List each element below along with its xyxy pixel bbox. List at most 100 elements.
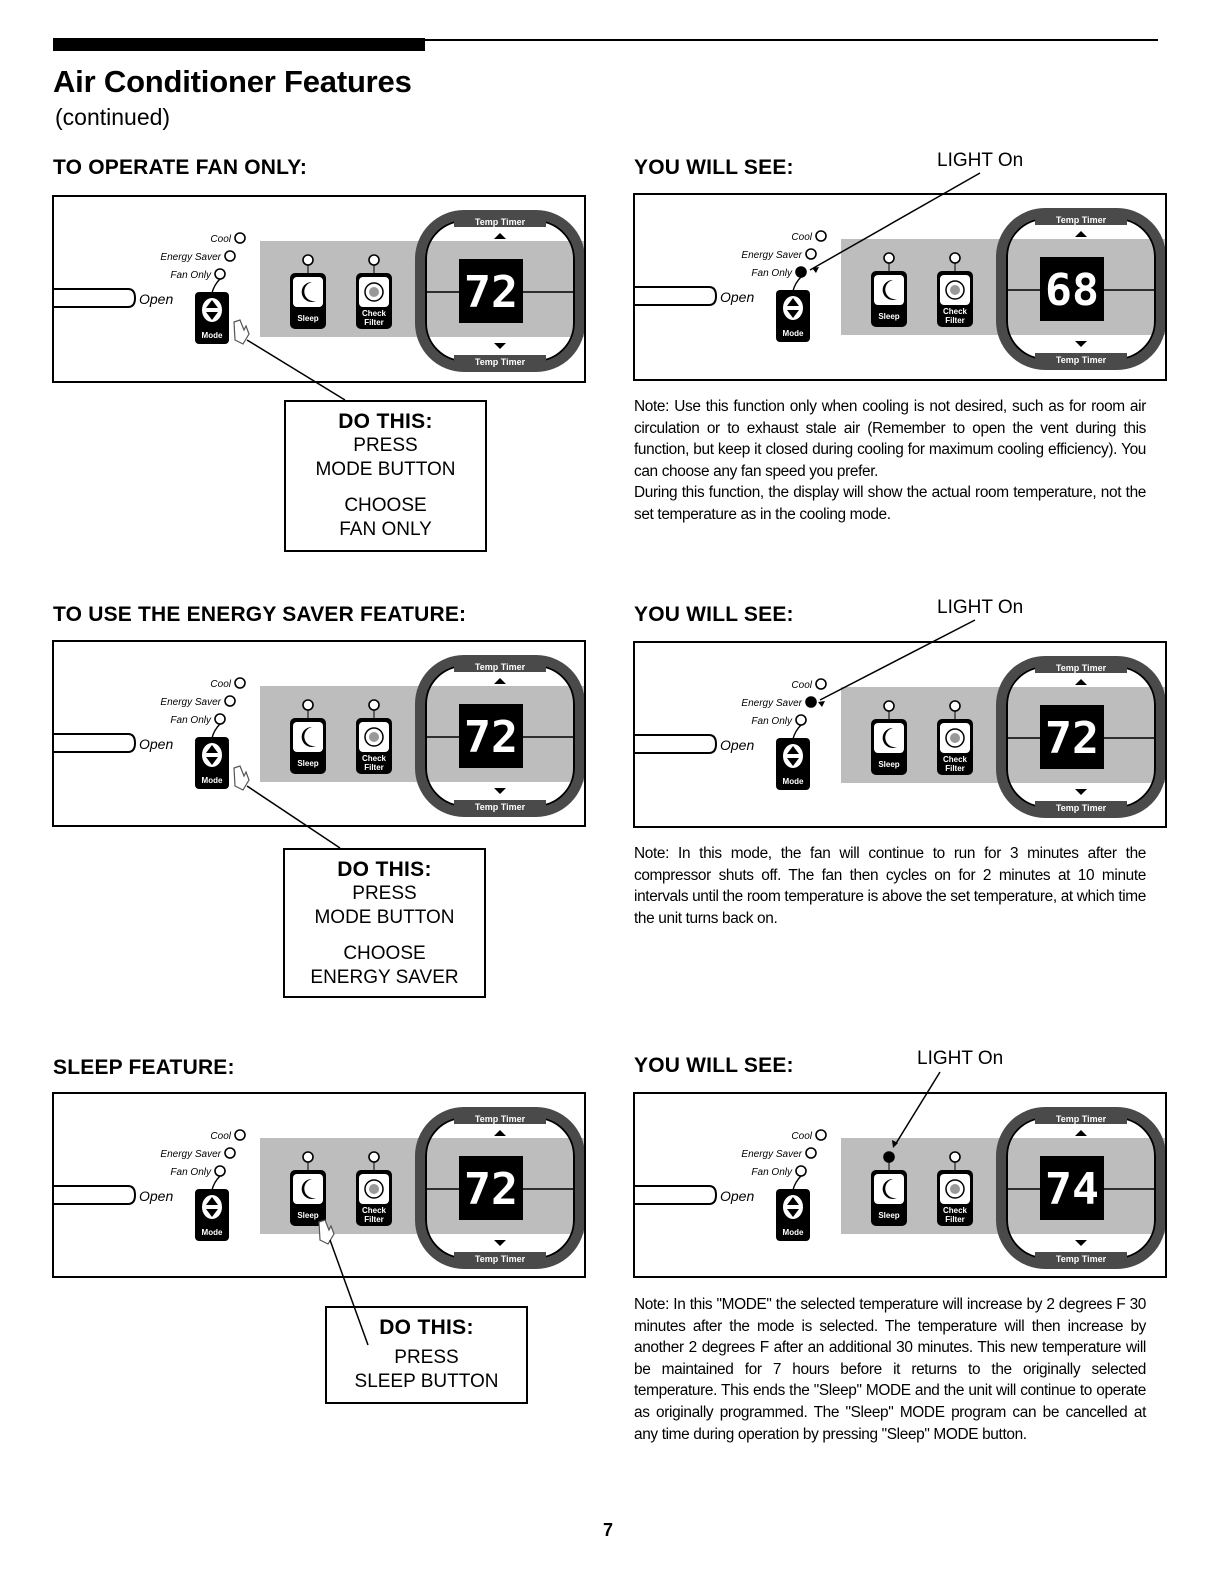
light-on-label-sleep: LIGHT On — [917, 1048, 1004, 1069]
temperature-display — [459, 1156, 523, 1220]
check-filter-indicator-light — [368, 1151, 380, 1163]
temp-up-arrow-icon — [1075, 231, 1087, 237]
check-label: Check — [362, 1206, 387, 1215]
cool-indicator-light — [234, 677, 246, 689]
section-heading-sleep: SLEEP FEATURE: — [53, 1056, 235, 1079]
fan-only-label: Fan Only — [170, 715, 212, 726]
page-subtitle: (continued) — [55, 104, 171, 130]
open-slot — [635, 286, 718, 306]
do-line: FAN ONLY — [339, 519, 432, 540]
sleep-indicator-light — [302, 1151, 314, 1163]
cool-indicator-light — [815, 230, 827, 242]
page-number: 7 — [603, 1520, 614, 1540]
do-line: PRESS — [353, 435, 418, 456]
check-filter-indicator-light — [949, 700, 961, 712]
temp-timer-label-bottom: Temp Timer — [475, 1254, 526, 1264]
cool-label: Cool — [791, 1131, 812, 1142]
filter-label: Filter — [945, 1215, 965, 1224]
temp-timer-label-top: Temp Timer — [1056, 1114, 1107, 1124]
open-slot — [635, 734, 718, 754]
see-heading-fan-only: YOU WILL SEE: — [634, 156, 794, 179]
energy-saver-indicator-light — [224, 695, 236, 707]
do-line: PRESS — [394, 1347, 459, 1368]
leader-line-light-3 — [894, 1071, 941, 1146]
temp-timer-band-bottom — [454, 1252, 546, 1264]
sleep-button-face — [293, 722, 323, 752]
do-this-box-sleep: DO THIS: PRESS SLEEP BUTTON — [325, 1306, 528, 1404]
pointing-hand-icon — [233, 319, 250, 345]
temperature-display — [1040, 705, 1104, 769]
mode-label: Mode — [202, 331, 223, 340]
fan-only-label: Fan Only — [751, 1167, 793, 1178]
check-label: Check — [943, 307, 968, 316]
up-down-arrows-icon — [206, 300, 218, 320]
see-heading-energy-saver: YOU WILL SEE: — [634, 603, 794, 626]
check-filter-indicator-light — [368, 699, 380, 711]
temp-timer-band-top — [1035, 661, 1127, 673]
temp-timer-band-top — [454, 1112, 546, 1124]
temp-timer-band-top — [454, 660, 546, 672]
temp-down-arrow-icon — [494, 788, 506, 794]
filter-label: Filter — [364, 318, 384, 327]
energy-saver-label: Energy Saver — [160, 1149, 221, 1160]
sleep-button: Sleep — [290, 718, 326, 774]
temp-timer-label-bottom: Temp Timer — [1056, 1254, 1107, 1264]
mode-button: Mode — [195, 737, 229, 789]
sleep-button: Sleep — [290, 273, 326, 329]
temp-down-arrow-icon — [494, 1240, 506, 1246]
light-on-label-fan-only: LIGHT On — [937, 150, 1024, 171]
fan-only-label: Fan Only — [751, 268, 793, 279]
temp-up-arrow-icon — [494, 1130, 506, 1136]
sleep-indicator-light — [883, 700, 895, 712]
open-label: Open — [139, 1188, 173, 1204]
mode-button-face — [202, 743, 222, 767]
temp-up-arrow-icon — [494, 678, 506, 684]
leader-line-sleep-3 — [329, 1239, 369, 1346]
sleep-label: Sleep — [878, 312, 899, 321]
moon-icon — [882, 279, 897, 300]
moon-icon — [301, 1178, 316, 1199]
open-slot — [54, 1185, 137, 1205]
sleep-button: Sleep — [290, 1170, 326, 1226]
temp-timer-label-top: Temp Timer — [1056, 663, 1107, 673]
open-label: Open — [139, 291, 173, 307]
cool-label: Cool — [791, 680, 812, 691]
sleep-indicator-light — [302, 254, 314, 266]
temp-timer-label-bottom: Temp Timer — [475, 357, 526, 367]
arrowhead-3 — [892, 1140, 898, 1148]
sleep-button: Sleep — [871, 1170, 907, 1226]
temp-timer-band-bottom — [1035, 1252, 1127, 1264]
sleep-indicator-light — [883, 252, 895, 264]
energy-saver-label: Energy Saver — [741, 250, 802, 261]
temp-timer-label-top: Temp Timer — [475, 217, 526, 227]
indicator-link — [792, 276, 802, 292]
do-this-title: DO THIS: — [338, 410, 433, 433]
check-label: Check — [943, 755, 968, 764]
sleep-button: Sleep — [871, 719, 907, 775]
filter-icon-mesh — [369, 1184, 379, 1194]
up-down-arrows-icon — [787, 298, 799, 318]
open-slot — [54, 288, 137, 308]
do-line: CHOOSE — [344, 495, 427, 516]
sleep-label: Sleep — [297, 759, 318, 768]
cool-label: Cool — [210, 679, 231, 690]
temp-timer-label-bottom: Temp Timer — [1056, 803, 1107, 813]
hand-pointer-sleep-3 — [318, 1219, 335, 1245]
mode-button: Mode — [195, 292, 229, 344]
temp-down-arrow-icon — [494, 343, 506, 349]
filter-icon-mesh — [950, 733, 960, 743]
do-line: MODE BUTTON — [315, 459, 456, 480]
up-down-arrows-icon — [787, 746, 799, 766]
do-this-title: DO THIS: — [379, 1316, 474, 1339]
temp-timer-label-top: Temp Timer — [475, 1114, 526, 1124]
check-filter-indicator-light — [949, 1151, 961, 1163]
up-down-arrows-icon — [206, 745, 218, 765]
mode-button: Mode — [776, 738, 810, 790]
